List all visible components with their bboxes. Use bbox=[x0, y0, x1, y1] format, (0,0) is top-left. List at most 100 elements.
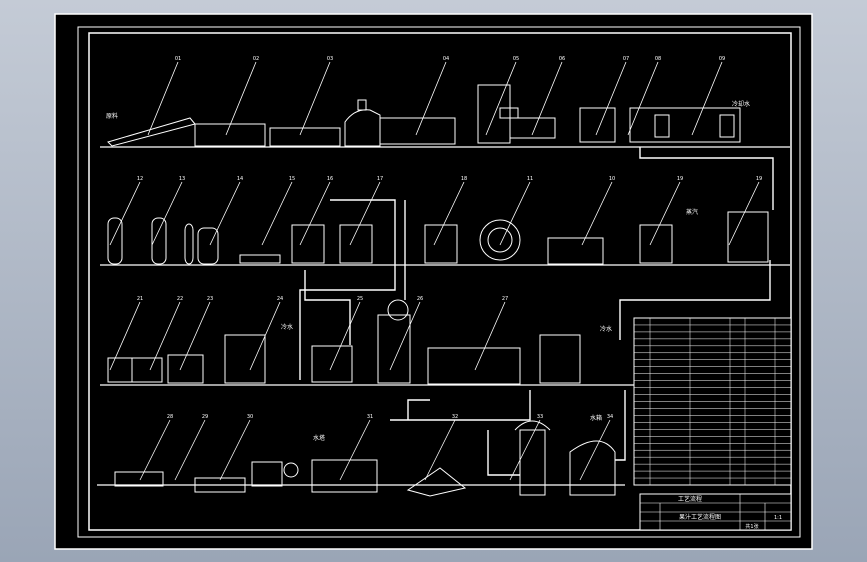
leader-layer bbox=[109, 61, 760, 481]
pipe-9 bbox=[619, 260, 771, 340]
leader-number: 04 bbox=[443, 56, 449, 62]
degasser bbox=[167, 354, 204, 384]
leader-line bbox=[209, 181, 241, 246]
leader-number: 27 bbox=[502, 296, 508, 302]
pipe-5 bbox=[390, 390, 531, 421]
leader-number: 19 bbox=[756, 176, 762, 182]
column-tank-2 bbox=[151, 217, 167, 265]
label-steam-in: 蒸汽 bbox=[686, 208, 698, 216]
capper-wheel bbox=[283, 462, 299, 478]
leader-line bbox=[174, 419, 206, 481]
pipe-2 bbox=[299, 199, 396, 380]
leader-number: 23 bbox=[207, 296, 213, 302]
pipe-6 bbox=[407, 399, 430, 420]
leader-line bbox=[691, 61, 723, 136]
leader-line bbox=[485, 61, 517, 136]
leader-line bbox=[424, 419, 456, 481]
water-tower-dome bbox=[514, 420, 551, 431]
title-block-drawing-name: 果汁工艺流程图 bbox=[679, 513, 721, 521]
blending-tank bbox=[311, 345, 353, 383]
labeler bbox=[311, 459, 378, 493]
leader-number: 12 bbox=[137, 176, 143, 182]
column-tank-3 bbox=[184, 223, 194, 265]
leader-line bbox=[509, 419, 541, 481]
leader-number: 08 bbox=[655, 56, 661, 62]
leader-number: 28 bbox=[167, 414, 173, 420]
filter-housing bbox=[131, 357, 163, 383]
leader-number: 10 bbox=[609, 176, 615, 182]
leader-line bbox=[433, 181, 465, 246]
bom-table bbox=[633, 317, 792, 486]
pipe-7 bbox=[487, 430, 520, 476]
leader-number: 21 bbox=[137, 296, 143, 302]
leader-line bbox=[329, 301, 361, 371]
plate-heat-exchanger-2 bbox=[224, 334, 266, 384]
leader-line bbox=[595, 61, 627, 136]
title-block-scale: 1:1 bbox=[774, 515, 782, 521]
pipe-4 bbox=[304, 270, 351, 345]
washing-tank bbox=[194, 123, 266, 147]
storage-tank-1 bbox=[579, 107, 616, 143]
leader-line bbox=[219, 419, 251, 481]
hopper bbox=[357, 99, 367, 111]
leader-number: 32 bbox=[452, 414, 458, 420]
leader-number: 03 bbox=[327, 56, 333, 62]
process-tank-4 bbox=[639, 224, 673, 264]
leader-number: 05 bbox=[513, 56, 519, 62]
leader-number: 15 bbox=[289, 176, 295, 182]
leader-number: 24 bbox=[277, 296, 283, 302]
mixer bbox=[509, 117, 556, 139]
leader-number: 31 bbox=[367, 414, 373, 420]
leader-number: 07 bbox=[623, 56, 629, 62]
bottle-washer bbox=[114, 471, 164, 487]
title-block-sheet: 共1张 bbox=[745, 523, 758, 530]
piping-layer bbox=[299, 147, 774, 476]
homogenizer bbox=[547, 237, 604, 265]
leader-line bbox=[339, 419, 371, 481]
title-block: 工艺流程 果汁工艺流程图 1:1 共1张 bbox=[639, 493, 792, 531]
sterilizer-dome bbox=[387, 299, 409, 321]
leader-line bbox=[581, 181, 613, 246]
pipe-1 bbox=[639, 147, 774, 210]
leader-line bbox=[728, 181, 760, 246]
pulper bbox=[379, 117, 456, 145]
elevator-frame bbox=[477, 84, 511, 144]
capper bbox=[251, 461, 283, 487]
leader-line bbox=[349, 181, 381, 246]
leader-line bbox=[474, 301, 506, 371]
leader-number: 22 bbox=[177, 296, 183, 302]
label-water-in-2: 冷水 bbox=[600, 325, 612, 333]
leader-number: 33 bbox=[537, 414, 543, 420]
water-tower-column bbox=[519, 429, 546, 496]
leader-line bbox=[499, 181, 531, 246]
leader-line bbox=[299, 181, 331, 246]
leader-line bbox=[109, 301, 141, 371]
storage-vessel bbox=[569, 440, 616, 496]
process-tank-3 bbox=[424, 224, 458, 264]
leader-number: 26 bbox=[417, 296, 423, 302]
filler-base bbox=[427, 347, 521, 385]
packing-incline bbox=[406, 467, 467, 497]
leader-line bbox=[149, 301, 181, 371]
leader-number: 17 bbox=[377, 176, 383, 182]
leader-number: 19 bbox=[677, 176, 683, 182]
leader-line bbox=[531, 61, 563, 136]
pipe-8 bbox=[615, 390, 626, 461]
equipment-layer bbox=[97, 84, 790, 497]
label-water-out: 冷却水 bbox=[732, 100, 750, 108]
leader-line bbox=[261, 181, 293, 246]
inspection-belt bbox=[269, 127, 341, 147]
pump-1 bbox=[654, 114, 670, 138]
leader-line bbox=[389, 301, 421, 371]
leader-number: 29 bbox=[202, 414, 208, 420]
label-tank-top: 水箱 bbox=[590, 414, 602, 422]
leader-line bbox=[579, 419, 611, 481]
leader-number: 01 bbox=[175, 56, 181, 62]
leader-line bbox=[151, 181, 183, 246]
leader-number: 25 bbox=[357, 296, 363, 302]
process-tank-2 bbox=[339, 224, 373, 264]
leader-line bbox=[225, 61, 257, 136]
